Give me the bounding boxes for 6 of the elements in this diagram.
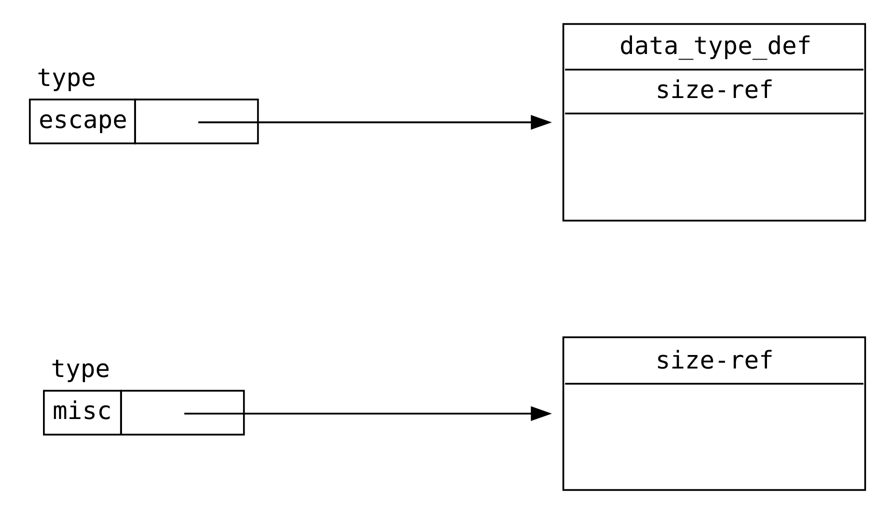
arrow bbox=[198, 114, 552, 130]
node-label: type bbox=[50, 354, 110, 384]
node-box: data_type_def size-ref bbox=[562, 23, 866, 222]
arrow bbox=[184, 406, 552, 421]
node-box: size-ref bbox=[562, 336, 866, 491]
node-label: type bbox=[36, 62, 96, 92]
